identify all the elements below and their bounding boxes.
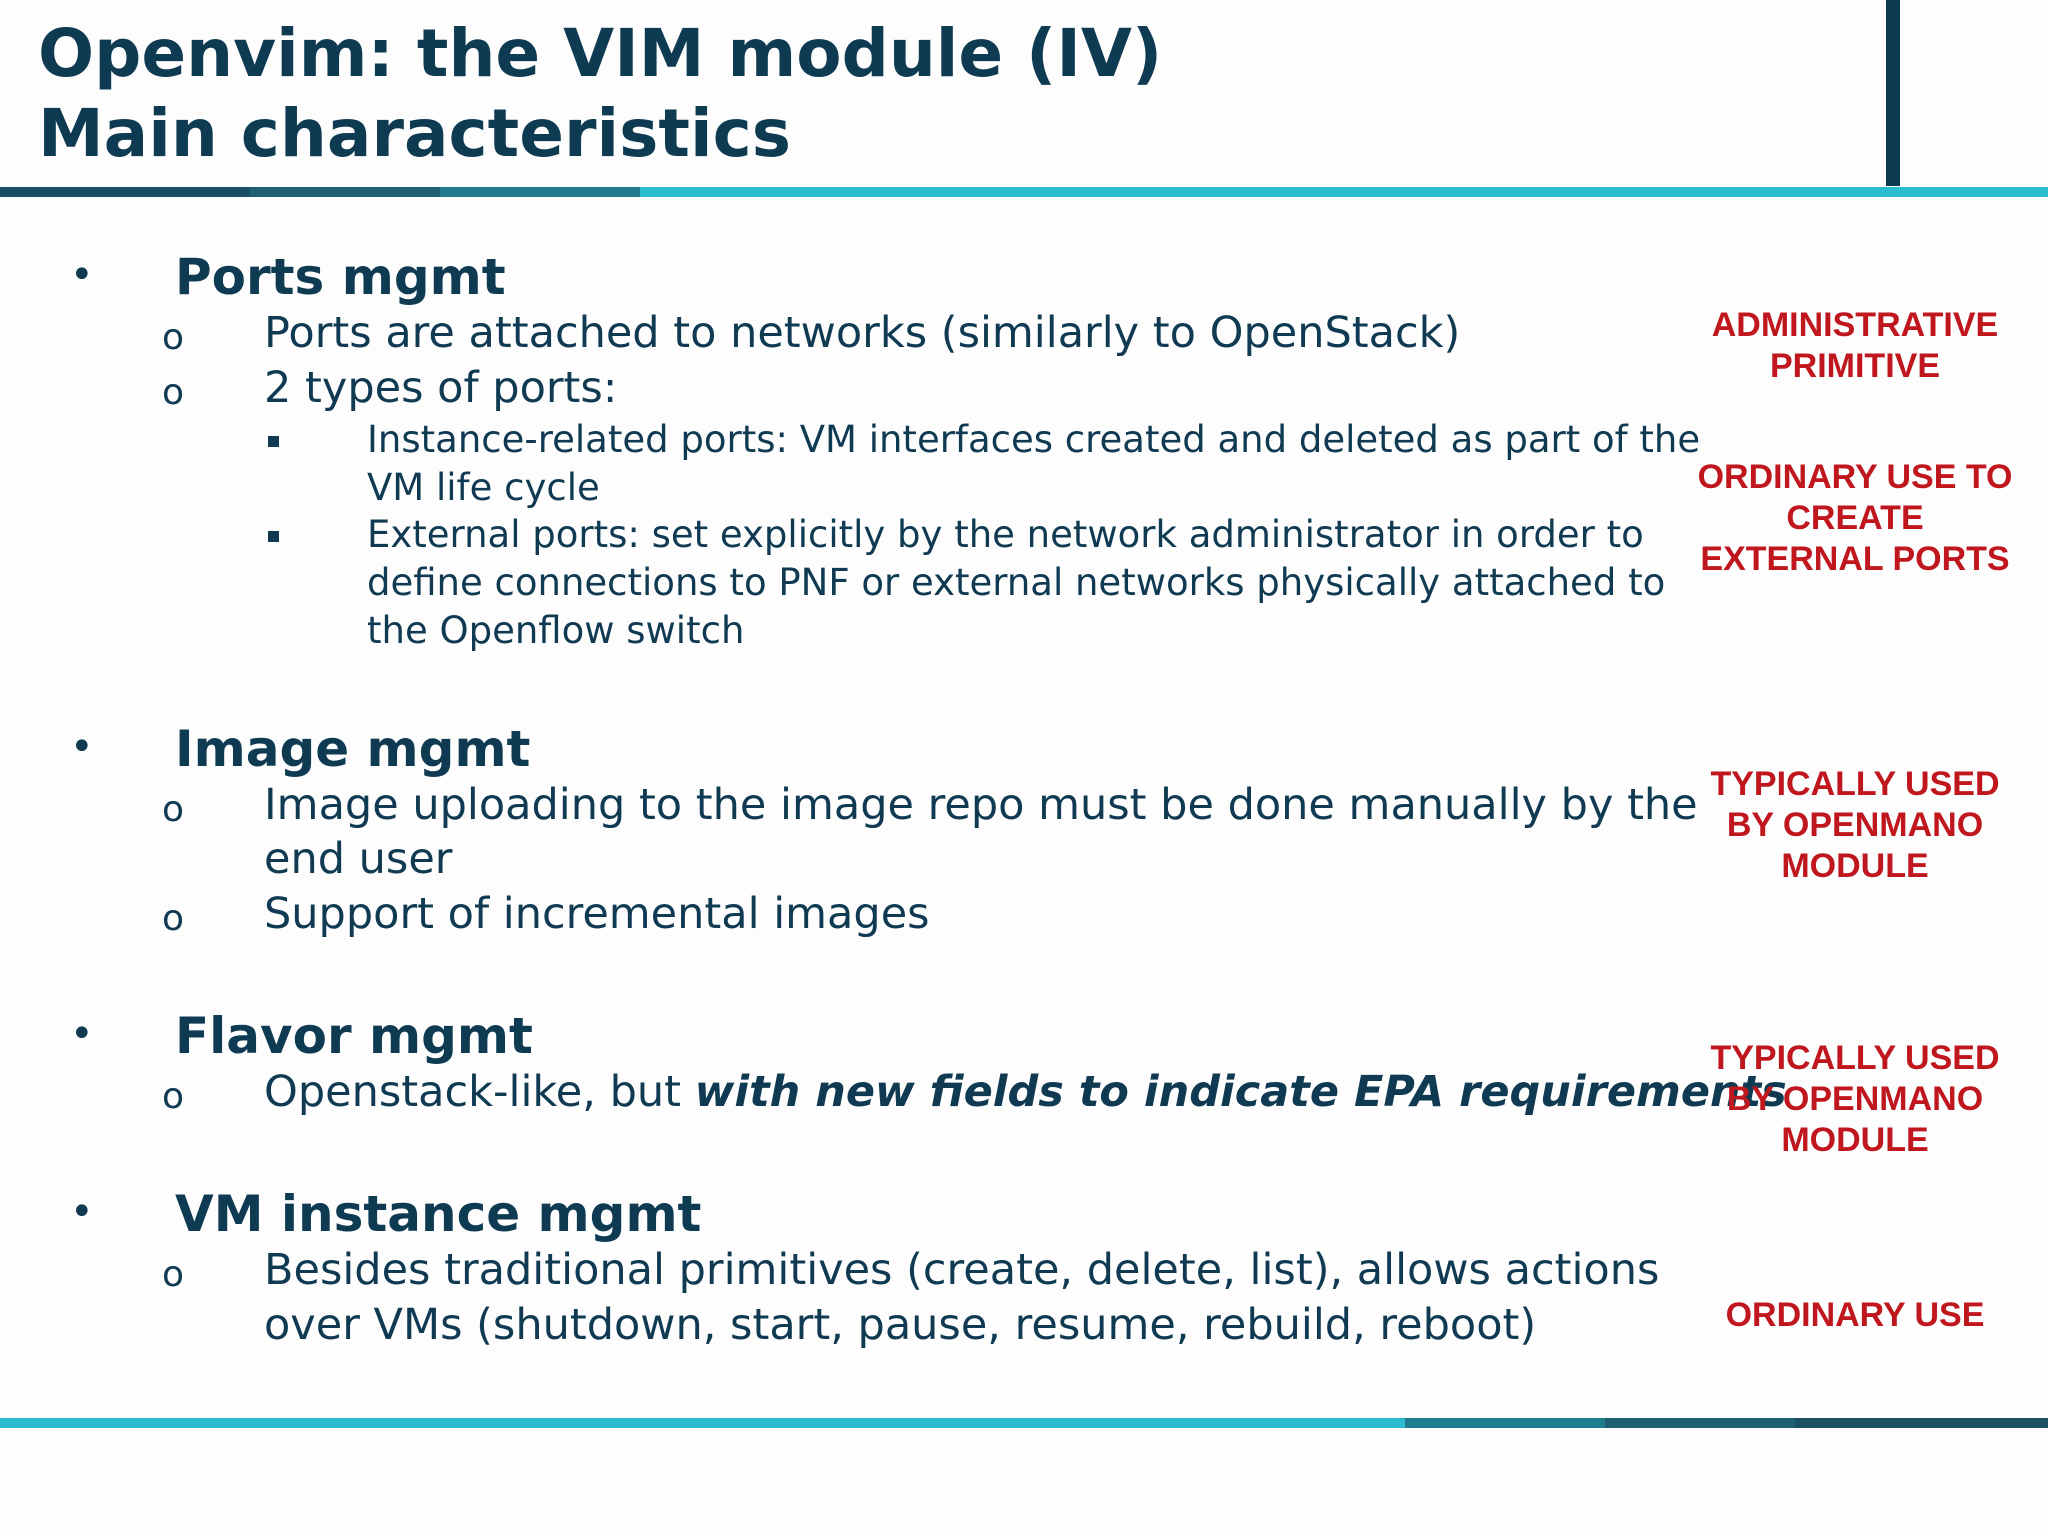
bullet-square-icon (268, 436, 279, 447)
note-ordinary-use-external-ports: ORDINARY USE TO CREATE EXTERNAL PORTS (1675, 457, 2035, 580)
note-administrative-primitive: ADMINISTRATIVE PRIMITIVE (1675, 305, 2035, 387)
bullet-dot-icon: • (70, 1189, 94, 1235)
slide-title-line-2: Main characteristics (38, 95, 792, 172)
flavor-item-1-emphasis: with new fields to indicate EPA requirem… (694, 1067, 1787, 1117)
ports-item-1: Ports are attached to networks (similarl… (264, 308, 1461, 358)
flavor-item-1-prefix: Openstack-like, but (264, 1067, 695, 1117)
note-line: TYPICALLY USED (1710, 765, 2000, 803)
bullet-square-icon (268, 531, 279, 542)
bottom-divider-band (0, 1418, 2048, 1428)
ports-subitem-2-line-3: the Openflow switch (367, 609, 745, 652)
ports-item-2: 2 types of ports: (264, 363, 618, 413)
note-line: BY OPENMANO (1726, 806, 1984, 844)
flavor-item-1: Openstack-like, but with new fields to i… (264, 1067, 1787, 1117)
bullet-circle-icon: o (162, 317, 185, 358)
bullet-circle-icon: o (162, 372, 185, 413)
note-typically-used-flavor: TYPICALLY USED BY OPENMANO MODULE (1675, 1038, 2035, 1161)
bullet-circle-icon: o (162, 789, 185, 830)
note-line: ADMINISTRATIVE (1711, 306, 1999, 344)
bullet-dot-icon: • (70, 724, 94, 770)
image-item-1-line-1: Image uploading to the image repo must b… (264, 780, 1698, 830)
note-line: MODULE (1781, 847, 1929, 885)
bullet-dot-icon: • (70, 252, 94, 298)
note-line: EXTERNAL PORTS (1700, 540, 2010, 578)
title-accent-bar (1886, 0, 1900, 186)
image-item-1-line-2: end user (264, 834, 453, 884)
note-line: BY OPENMANO (1726, 1080, 1984, 1118)
section-heading-vm-instance: VM instance mgmt (175, 1185, 702, 1243)
bullet-circle-icon: o (162, 1254, 185, 1295)
section-heading-image: Image mgmt (175, 720, 531, 778)
ports-subitem-1-line-1: Instance-related ports: VM interfaces cr… (367, 418, 1701, 461)
section-heading-ports: Ports mgmt (175, 248, 506, 306)
note-line: ORDINARY USE (1725, 1296, 1985, 1334)
bullet-circle-icon: o (162, 1076, 185, 1117)
top-divider-band (0, 187, 2048, 197)
ports-subitem-2-line-2: define connections to PNF or external ne… (367, 561, 1666, 604)
ports-subitem-1-line-2: VM life cycle (367, 466, 600, 509)
bullet-dot-icon: • (70, 1011, 94, 1057)
note-ordinary-use: ORDINARY USE (1675, 1295, 2035, 1336)
note-line: PRIMITIVE (1769, 347, 1941, 385)
vm-item-1-line-1: Besides traditional primitives (create, … (264, 1245, 1660, 1295)
note-line: CREATE (1786, 499, 1924, 537)
section-heading-flavor: Flavor mgmt (175, 1007, 533, 1065)
bullet-circle-icon: o (162, 898, 185, 939)
note-line: MODULE (1781, 1121, 1929, 1159)
slide-title: Openvim: the VIM module (IV) Main charac… (38, 14, 1162, 174)
note-line: ORDINARY USE TO (1697, 458, 2013, 496)
note-typically-used-image: TYPICALLY USED BY OPENMANO MODULE (1675, 764, 2035, 887)
note-line: TYPICALLY USED (1710, 1039, 2000, 1077)
image-item-2: Support of incremental images (264, 889, 930, 939)
ports-subitem-2-line-1: External ports: set explicitly by the ne… (367, 513, 1644, 556)
slide-title-line-1: Openvim: the VIM module (IV) (38, 15, 1163, 92)
vm-item-1-line-2: over VMs (shutdown, start, pause, resume… (264, 1300, 1537, 1350)
